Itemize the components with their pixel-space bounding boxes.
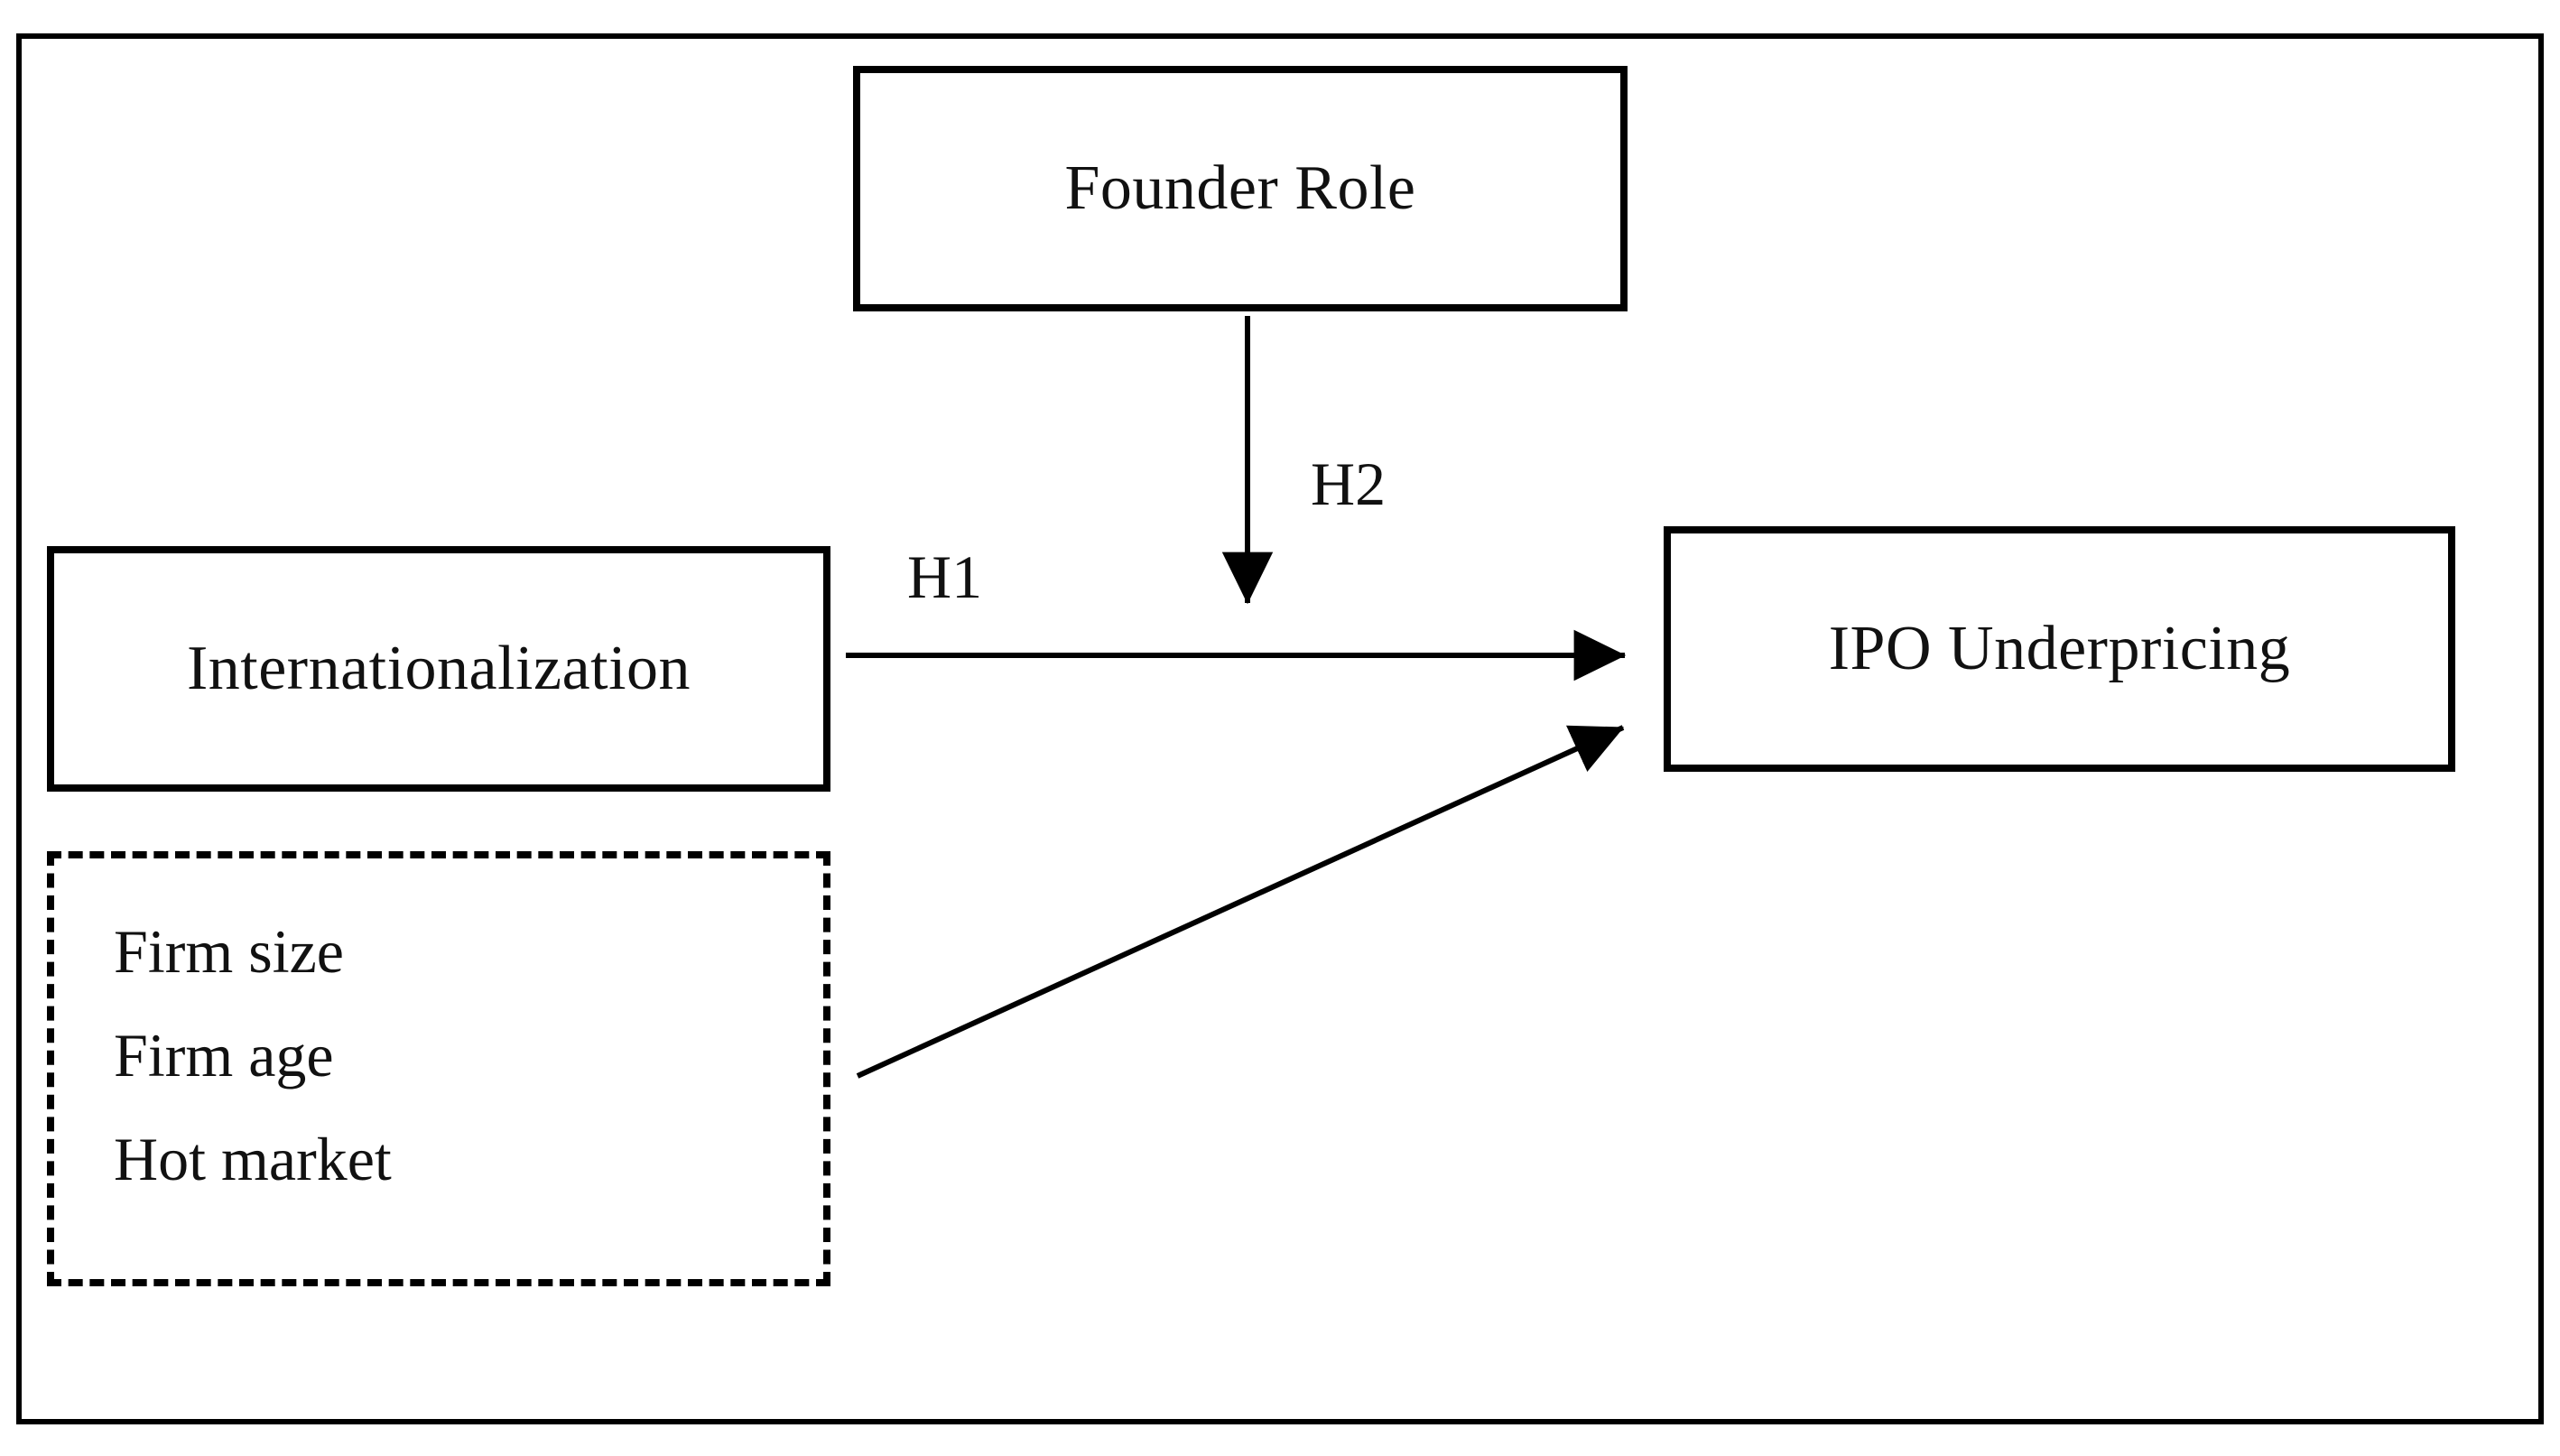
node-ipo-underpricing[interactable]: IPO Underpricing <box>1664 526 2455 772</box>
edge-label-h1: H1 <box>907 543 983 611</box>
node-founder-role[interactable]: Founder Role <box>853 66 1628 311</box>
node-founder-role-label: Founder Role <box>1064 153 1416 224</box>
node-internationalization[interactable]: Internationalization <box>47 546 830 792</box>
node-ipo-underpricing-label: IPO Underpricing <box>1828 614 2291 684</box>
control-variable-item: Firm size <box>114 917 344 986</box>
control-variable-item: Firm age <box>114 1021 334 1090</box>
edge-label-h2: H2 <box>1311 450 1387 518</box>
node-control-variables[interactable]: Firm size Firm age Hot market <box>47 851 830 1286</box>
node-internationalization-label: Internationalization <box>186 634 691 704</box>
control-variable-item: Hot market <box>114 1125 392 1193</box>
